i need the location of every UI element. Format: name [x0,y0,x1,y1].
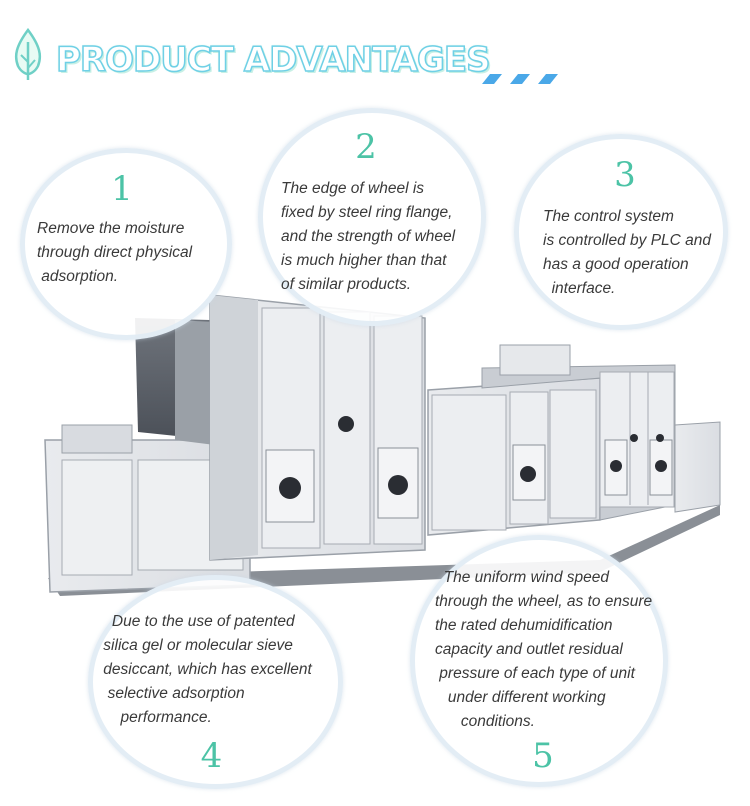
advantage-bubble-5: The uniform wind speed through the wheel… [410,535,668,787]
advantage-text: The control system is controlled by PLC … [543,208,712,297]
decorative-stripes [482,74,558,84]
advantage-text: The uniform wind speed through the wheel… [435,569,653,730]
page-title: PRODUCT ADVANTAGES [55,39,491,81]
advantage-number: 1 [111,169,133,209]
advantage-bubble-1: 1 Remove the moisture through direct phy… [20,148,232,340]
advantage-text: The edge of wheel is fixed by steel ring… [281,180,456,293]
section-header: PRODUCT ADVANTAGES [8,28,608,98]
leaf-icon [14,28,42,80]
advantage-number: 3 [614,155,636,195]
advantage-bubble-3: 3 The control system is controlled by PL… [514,134,728,330]
advantage-number: 5 [532,736,554,776]
advantage-bubble-2: 2 The edge of wheel is fixed by steel ri… [258,108,486,326]
advantage-text: Due to the use of patented silica gel or… [103,613,312,726]
advantage-number: 4 [200,736,223,776]
advantage-text: Remove the moisture through direct physi… [37,220,193,285]
advantage-number: 2 [355,127,377,167]
advantage-bubble-4: Due to the use of patented silica gel or… [88,575,343,789]
